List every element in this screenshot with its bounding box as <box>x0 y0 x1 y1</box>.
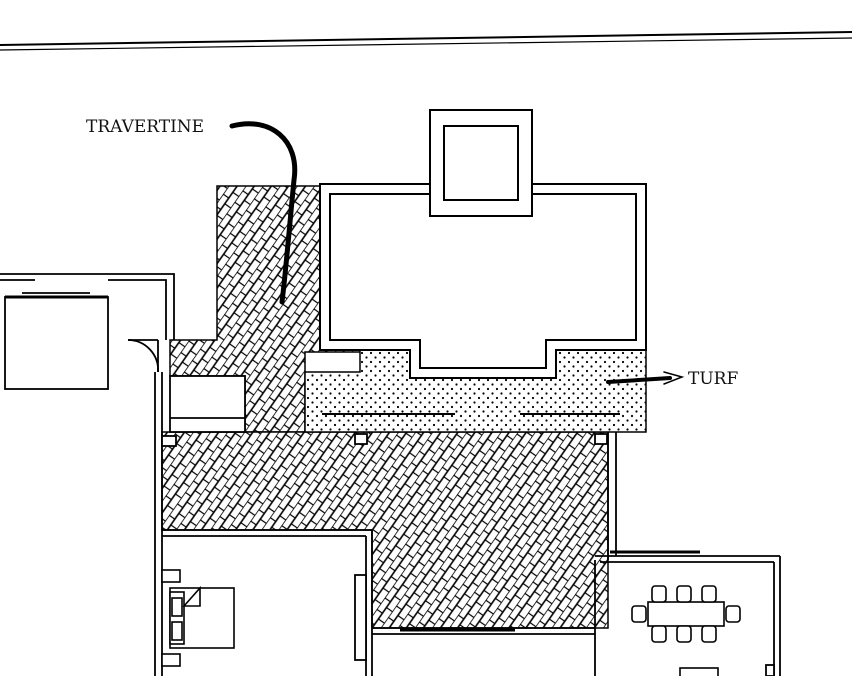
travertine-leader <box>229 121 298 305</box>
pool <box>319 183 647 379</box>
house-walls <box>154 372 781 676</box>
side-structure <box>0 273 175 390</box>
travertine-label: TRAVERTINE <box>86 117 204 137</box>
spa <box>429 109 533 217</box>
dining-table <box>631 585 741 676</box>
turf-leader <box>606 376 672 384</box>
property-boundary <box>0 31 852 51</box>
dining-chairs <box>631 585 741 643</box>
bed <box>161 569 235 667</box>
turf-label: TURF <box>688 369 738 389</box>
label-leaders <box>229 121 685 385</box>
